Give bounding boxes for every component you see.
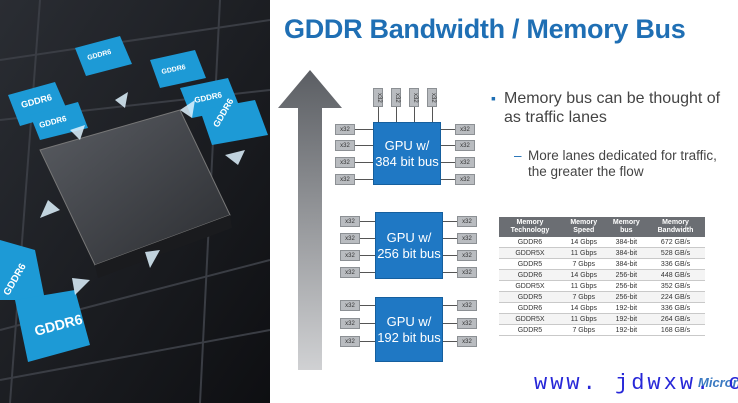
lane-chip: x32 xyxy=(340,216,360,227)
lane-chip: x32 xyxy=(335,174,355,185)
table-cell: GDDR5X xyxy=(499,280,561,292)
table-cell: 14 Gbps xyxy=(560,237,607,248)
table-cell: 384-bit xyxy=(606,258,647,270)
table-cell: 224 GB/s xyxy=(646,291,705,303)
lane-chip: x32 xyxy=(340,233,360,244)
bullet-text: Memory bus can be thought of as traffic … xyxy=(504,90,721,126)
table-cell: 256-bit xyxy=(606,269,647,281)
lane-chip: x32 xyxy=(340,336,360,347)
table-cell: 192-bit xyxy=(606,313,647,325)
lane-chip: x32 xyxy=(409,88,419,107)
lane-chip: x32 xyxy=(335,124,355,135)
table-cell: 7 Gbps xyxy=(560,324,607,336)
lane-chip: x32 xyxy=(455,140,475,151)
board-illustration: GDDR6 GDDR6 GDDR6 GDDR6 GDDR6 GDDR6 GDDR… xyxy=(0,0,270,403)
lane-chip: x32 xyxy=(457,250,477,261)
gpu-192-box: GPU w/ 192 bit bus xyxy=(375,297,443,362)
table-cell: 384-bit xyxy=(606,247,647,259)
lane-chip: x32 xyxy=(457,216,477,227)
table-header: Memory Technology xyxy=(499,217,561,237)
lane-chip: x32 xyxy=(457,233,477,244)
bullet-marker-icon: ▪ xyxy=(491,90,496,106)
table-cell: 7 Gbps xyxy=(560,291,607,303)
table-cell: GDDR5 xyxy=(499,258,561,270)
table-header: Memory bus xyxy=(606,217,647,237)
table-cell: 448 GB/s xyxy=(646,269,705,281)
table-cell: 264 GB/s xyxy=(646,313,705,325)
gpu-384-box: GPU w/ 384 bit bus xyxy=(373,122,441,185)
watermark-text: www. jdwxw. cn xyxy=(534,371,738,396)
gpu-384-label: GPU w/ 384 bit bus xyxy=(375,137,439,169)
lane-chip: x32 xyxy=(455,174,475,185)
table-cell: 11 Gbps xyxy=(560,280,607,292)
lane-chip: x32 xyxy=(340,318,360,329)
gpu-192-label: GPU w/ 192 bit bus xyxy=(377,313,441,345)
table-cell: 528 GB/s xyxy=(646,247,705,259)
slide: GDDR Bandwidth / Memory Bus ▪ Memory bus… xyxy=(270,0,738,403)
lane-chip: x32 xyxy=(335,140,355,151)
table-cell: GDDR5X xyxy=(499,247,561,259)
micron-logo: Micron xyxy=(698,375,738,390)
sub-bullet-point: – More lanes dedicated for traffic, the … xyxy=(514,148,723,180)
table-cell: 14 Gbps xyxy=(560,302,607,314)
gddr6-chips xyxy=(0,36,268,362)
table-cell: 256-bit xyxy=(606,280,647,292)
table-cell: GDDR6 xyxy=(499,302,561,314)
table-cell: 14 Gbps xyxy=(560,269,607,281)
table-header: Memory Bandwidth xyxy=(646,217,705,237)
table-cell: 336 GB/s xyxy=(646,302,705,314)
lane-chip: x32 xyxy=(455,157,475,168)
lane-chip: x32 xyxy=(391,88,401,107)
lane-chip: x32 xyxy=(340,300,360,311)
table-cell: GDDR5 xyxy=(499,324,561,336)
table-cell: 11 Gbps xyxy=(560,313,607,325)
sub-bullet-text: More lanes dedicated for traffic, the gr… xyxy=(528,148,717,179)
table-cell: 384-bit xyxy=(606,237,647,248)
lane-chip: x32 xyxy=(340,250,360,261)
bandwidth-table: Memory Technology Memory Speed Memory bu… xyxy=(499,217,705,336)
svg-text:GDDR6: GDDR6 xyxy=(161,64,187,76)
bullet-point: ▪ Memory bus can be thought of as traffi… xyxy=(491,89,724,127)
dash-marker-icon: – xyxy=(514,148,522,163)
table-cell: 352 GB/s xyxy=(646,280,705,292)
lane-chip: x32 xyxy=(457,267,477,278)
up-arrow-icon xyxy=(278,70,342,370)
table-cell: 336 GB/s xyxy=(646,258,705,270)
table-cell: 192-bit xyxy=(606,302,647,314)
table-header: Memory Speed xyxy=(560,217,607,237)
lane-chip: x32 xyxy=(335,157,355,168)
memory-chip-photo: GDDR6 GDDR6 GDDR6 GDDR6 GDDR6 GDDR6 GDDR… xyxy=(0,0,270,403)
table-cell: 11 Gbps xyxy=(560,247,607,259)
table-cell: 168 GB/s xyxy=(646,324,705,336)
gpu-256-label: GPU w/ 256 bit bus xyxy=(377,229,441,261)
table-cell: GDDR5X xyxy=(499,313,561,325)
lane-chip: x32 xyxy=(427,88,437,107)
table-cell: GDDR5 xyxy=(499,291,561,303)
table-cell: 192-bit xyxy=(606,324,647,336)
lane-chip: x32 xyxy=(340,267,360,278)
table-header-row: Memory Technology Memory Speed Memory bu… xyxy=(499,217,705,237)
gpu-256-box: GPU w/ 256 bit bus xyxy=(375,212,443,279)
table-cell: 256-bit xyxy=(606,291,647,303)
lane-chip: x32 xyxy=(457,300,477,311)
table-cell: 7 Gbps xyxy=(560,258,607,270)
table-cell: 672 GB/s xyxy=(646,237,705,248)
lane-chip: x32 xyxy=(457,318,477,329)
lane-chip: x32 xyxy=(457,336,477,347)
slide-title: GDDR Bandwidth / Memory Bus xyxy=(284,14,686,44)
lane-chip: x32 xyxy=(455,124,475,135)
table-cell: GDDR6 xyxy=(499,269,561,281)
lane-chip: x32 xyxy=(373,88,383,107)
table-cell: GDDR6 xyxy=(499,237,561,248)
